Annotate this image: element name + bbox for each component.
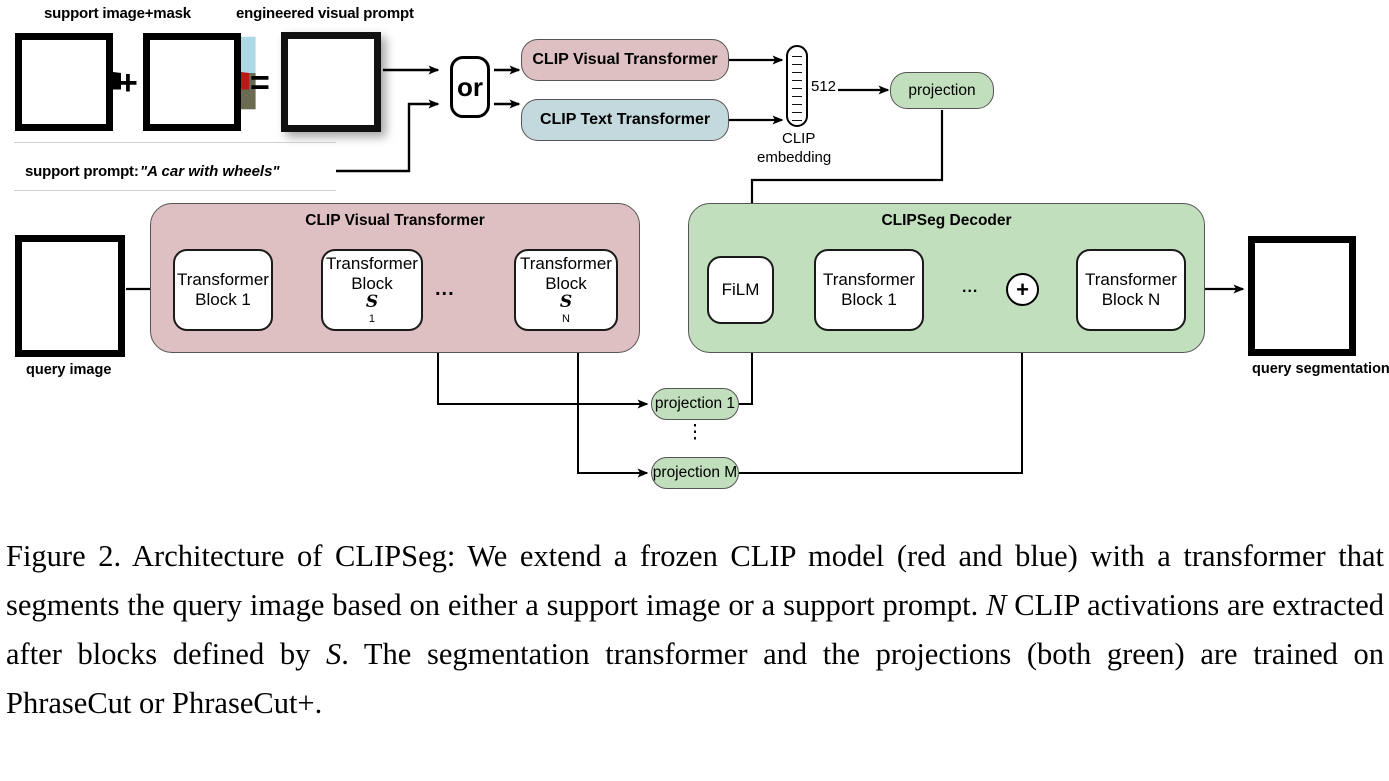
figure-caption: Figure 2. Architecture of CLIPSeg: We ex… <box>6 532 1384 728</box>
encoder-block-1-line2: Block 1 <box>195 290 251 309</box>
projection-m-label: projection M <box>652 464 738 481</box>
decoder-block-1: Transformer Block 1 <box>814 249 924 331</box>
clip-visual-transformer-box: CLIP Visual Transformer <box>521 39 729 81</box>
sum-node: + <box>1006 273 1039 306</box>
figure-diagram: support image+mask engineered visual pro… <box>14 5 1389 489</box>
divider-bottom <box>14 190 336 191</box>
clip-visual-transformer-panel-title: CLIP Visual Transformer <box>305 212 485 229</box>
plus-operator: + <box>118 64 138 102</box>
or-label: or <box>457 71 483 102</box>
decoder-block-n-line2: Block N <box>1101 290 1161 309</box>
encoder-block-1-line1: Transformer <box>177 270 269 290</box>
label-support-image-mask: support image+mask <box>44 5 191 22</box>
film-label: FiLM <box>721 280 760 300</box>
embedding-dim-label: 512 <box>811 78 837 95</box>
projection-top-label: projection <box>908 81 976 99</box>
projection-1-box: projection 1 <box>651 388 739 420</box>
caption-text-3: . The segmentation transformer and the p… <box>6 637 1385 720</box>
caption-prefix: Figure 2. <box>6 539 122 573</box>
encoder-block-sn-line1: Transformer <box>520 254 612 274</box>
encoder-block-1: Transformer Block 1 <box>173 249 273 331</box>
film-block: FiLM <box>707 256 774 324</box>
support-image <box>143 33 241 131</box>
projection-top-box: projection <box>890 72 994 109</box>
clip-embedding-caption-line1: CLIP <box>782 130 816 147</box>
equals-operator: = <box>250 64 270 102</box>
decoder-block-1-line1: Transformer <box>823 270 915 290</box>
query-image <box>15 235 125 357</box>
decoder-block-n-line1: Transformer <box>1085 270 1177 290</box>
caption-math-n: N <box>986 588 1007 622</box>
projections-vdots: ⋮ <box>685 422 705 443</box>
clipseg-decoder-panel-title: CLIPSeg Decoder <box>881 212 1012 229</box>
projection-m-box: projection M <box>651 457 739 489</box>
support-prompt-value: "A car with wheels" <box>140 163 280 180</box>
query-segmentation-caption: query segmentation <box>1252 361 1389 377</box>
caption-math-s: S <box>325 637 342 671</box>
support-mask-image <box>15 33 113 131</box>
or-gate: or <box>450 56 490 118</box>
label-engineered-visual-prompt: engineered visual prompt <box>236 5 414 22</box>
sum-label: + <box>1016 276 1029 302</box>
engineered-visual-prompt-image <box>281 32 381 132</box>
clip-embedding-caption-line2: embedding <box>757 149 832 166</box>
projection-1-label: projection 1 <box>654 395 736 412</box>
caption-text-1: Architecture of CLIPSeg: We extend a fro… <box>6 539 1384 622</box>
encoder-ellipsis: ... <box>435 278 455 300</box>
support-prompt-label: support prompt: <box>25 163 139 180</box>
encoder-block-s1-line1: Transformer <box>326 254 418 274</box>
query-segmentation-image <box>1248 236 1356 356</box>
decoder-block-n: Transformer Block N <box>1076 249 1186 331</box>
query-image-caption: query image <box>26 362 112 378</box>
clip-text-transformer-box: CLIP Text Transformer <box>521 99 729 141</box>
decoder-block-1-line2: Block 1 <box>841 290 897 309</box>
divider-top <box>14 142 336 143</box>
clip-text-transformer-label: CLIP Text Transformer <box>539 111 711 128</box>
clip-embedding-vector <box>786 45 808 127</box>
caption-text-2: CLIP activations are extracted after blo… <box>6 588 1384 671</box>
clip-visual-transformer-label: CLIP Visual Transformer <box>532 51 718 68</box>
decoder-ellipsis: ... <box>962 279 979 296</box>
